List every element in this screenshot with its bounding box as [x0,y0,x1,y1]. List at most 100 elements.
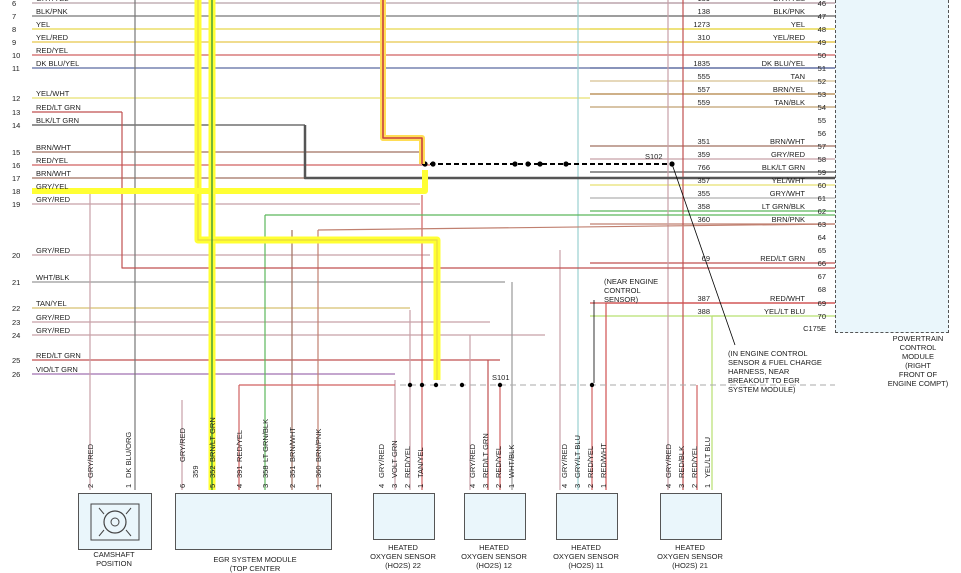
camshaft-sensor-box [78,493,152,550]
pcm-pin-number: 60 [818,181,826,190]
right-wire-color: BRN/PNK [772,215,805,224]
left-wire-color: BRN/WHT [36,143,71,152]
ho2s11-label: HEATED OXYGEN SENSOR (HO2S) 11 [541,543,631,570]
egr-pin-color: RED/YEL [235,430,244,462]
right-wire-color: TAN [791,72,805,81]
pcm-title-line: CONTROL [899,343,937,352]
egr-pin-circuit: 359 [191,465,200,478]
right-wire-circuit: 1835 [693,59,710,68]
sensor-label-line: OXYGEN SENSOR [370,552,436,561]
pcm-connector-box [835,0,949,333]
right-wire-circuit: 360 [697,215,710,224]
left-wire-number: 22 [12,304,20,313]
sensor-pin-number: 1 [599,484,608,488]
egr-pin-color: LT GRN/BLK [261,419,270,462]
left-wire-number: 20 [12,251,20,260]
pcm-pin-number: 51 [818,64,826,73]
pcm-pin-number: 61 [818,194,826,203]
right-wire-circuit: 355 [697,189,710,198]
sensor-pin-color: YEL/LT BLU [703,437,712,478]
note-line: SENSOR) [604,295,639,304]
sensor-label-line: HEATED [388,543,418,552]
left-wire-color: WHT/BLK [36,273,69,282]
pcm-pin-number: 68 [818,285,826,294]
pcm-title-line: POWERTRAIN [892,334,944,343]
egr-label-line: (TOP CENTER [229,564,281,573]
brnpnk-link [317,223,836,231]
splice-s101-label: S101 [492,373,510,382]
note-line: CONTROL [604,286,641,295]
right-wire-color: BLK/PNK [773,7,805,16]
pcm-pin-number: 53 [818,90,826,99]
left-wire-color: RED/YEL [36,156,68,165]
highlight-wire-gryyel [32,170,428,194]
left-wire-number: 9 [12,38,16,47]
sensor-pin-color: GRY/RED [560,443,569,478]
camshaft-pin-color: DK BLU/ORG [124,432,133,478]
left-wire-number: 19 [12,200,20,209]
pcm-pin-number: 58 [818,155,826,164]
pcm-pin-number: 46 [818,0,826,8]
egr-pin-number: 6 [178,484,187,488]
egr-pin-number: 3 [261,484,270,488]
sensor-label-line: HEATED [675,543,705,552]
camshaft-label: CAMSHAFT POSITION [70,550,158,568]
left-wire-color: GRY/RED [36,313,71,322]
left-wire-color: RED/LT GRN [36,103,81,112]
splice-s101-dot [589,382,595,388]
sensor-label-line: HEATED [571,543,601,552]
ho2s22-box [373,493,435,540]
right-wire-color: BRN/WHT [770,137,805,146]
splice-s101-dot [459,382,465,388]
sensor-label-line: (HO2S) 12 [476,561,512,570]
ho2s12-box [464,493,526,540]
left-wire-number: 17 [12,174,20,183]
near-engine-note: (NEAR ENGINE CONTROL SENSOR) [604,277,658,304]
splice-s101-dot [433,382,439,388]
sensor-pin-number: 3 [573,484,582,488]
pcm-title-line: FRONT OF [898,370,938,379]
right-wire-circuit: 555 [697,72,710,81]
egr-module-box [175,493,332,550]
left-wire-number: 7 [12,12,16,21]
ho2s11-box [556,493,618,540]
pcm-connector-id: C175E [803,324,826,333]
right-wire-color: GRY/WHT [770,189,806,198]
egr-pin-color: BRN/LT GRN [208,417,217,462]
left-wire-number: 16 [12,161,20,170]
note-line: BREAKOUT TO EGR [728,376,800,385]
right-wire-circuit: 557 [697,85,710,94]
pcm-pin-number: 56 [818,129,826,138]
sensor-pin-number: 3 [390,484,399,488]
pcm-pin-number: 63 [818,220,826,229]
note-line: (IN ENGINE CONTROL [728,349,808,358]
right-wire-circuit: 1273 [693,20,710,29]
camshaft-sensor-icon [90,503,140,541]
left-wire-number: 11 [12,64,20,73]
sensor-pin-number: 1 [703,484,712,488]
etc-ref-link [121,112,835,269]
sensor-label-line: OXYGEN SENSOR [461,552,527,561]
left-wire-color: VIO/LT GRN [36,365,78,374]
pcm-pin-number: 55 [818,116,826,125]
right-wire-circuit: 559 [697,98,710,107]
pcm-pin-number: 49 [818,38,826,47]
ho2s21-label: HEATED OXYGEN SENSOR (HO2S) 21 [645,543,735,570]
left-wire-color: TAN/YEL [36,299,67,308]
sensor-pin-color: TAN/YEL [416,447,425,478]
sensor-pin-number: 3 [677,484,686,488]
note-line: SYSTEM MODULE) [728,385,796,394]
sensor-pin-number: 1 [507,484,516,488]
right-wire-circuit: 388 [697,307,710,316]
pcm-pin-number: 64 [818,233,826,242]
left-wire-color: YEL/RED [36,33,69,42]
sensor-label-line: (HO2S) 21 [672,561,708,570]
egr-pin-number: 2 [288,484,297,488]
splice-s102-dot [525,161,531,167]
left-wire-color: GRY/RED [36,195,71,204]
wires-layer [32,0,836,526]
pcm-pin-number: 70 [818,312,826,321]
left-wire-color: GRY/RED [36,326,71,335]
splice-s102-dot [563,161,569,167]
